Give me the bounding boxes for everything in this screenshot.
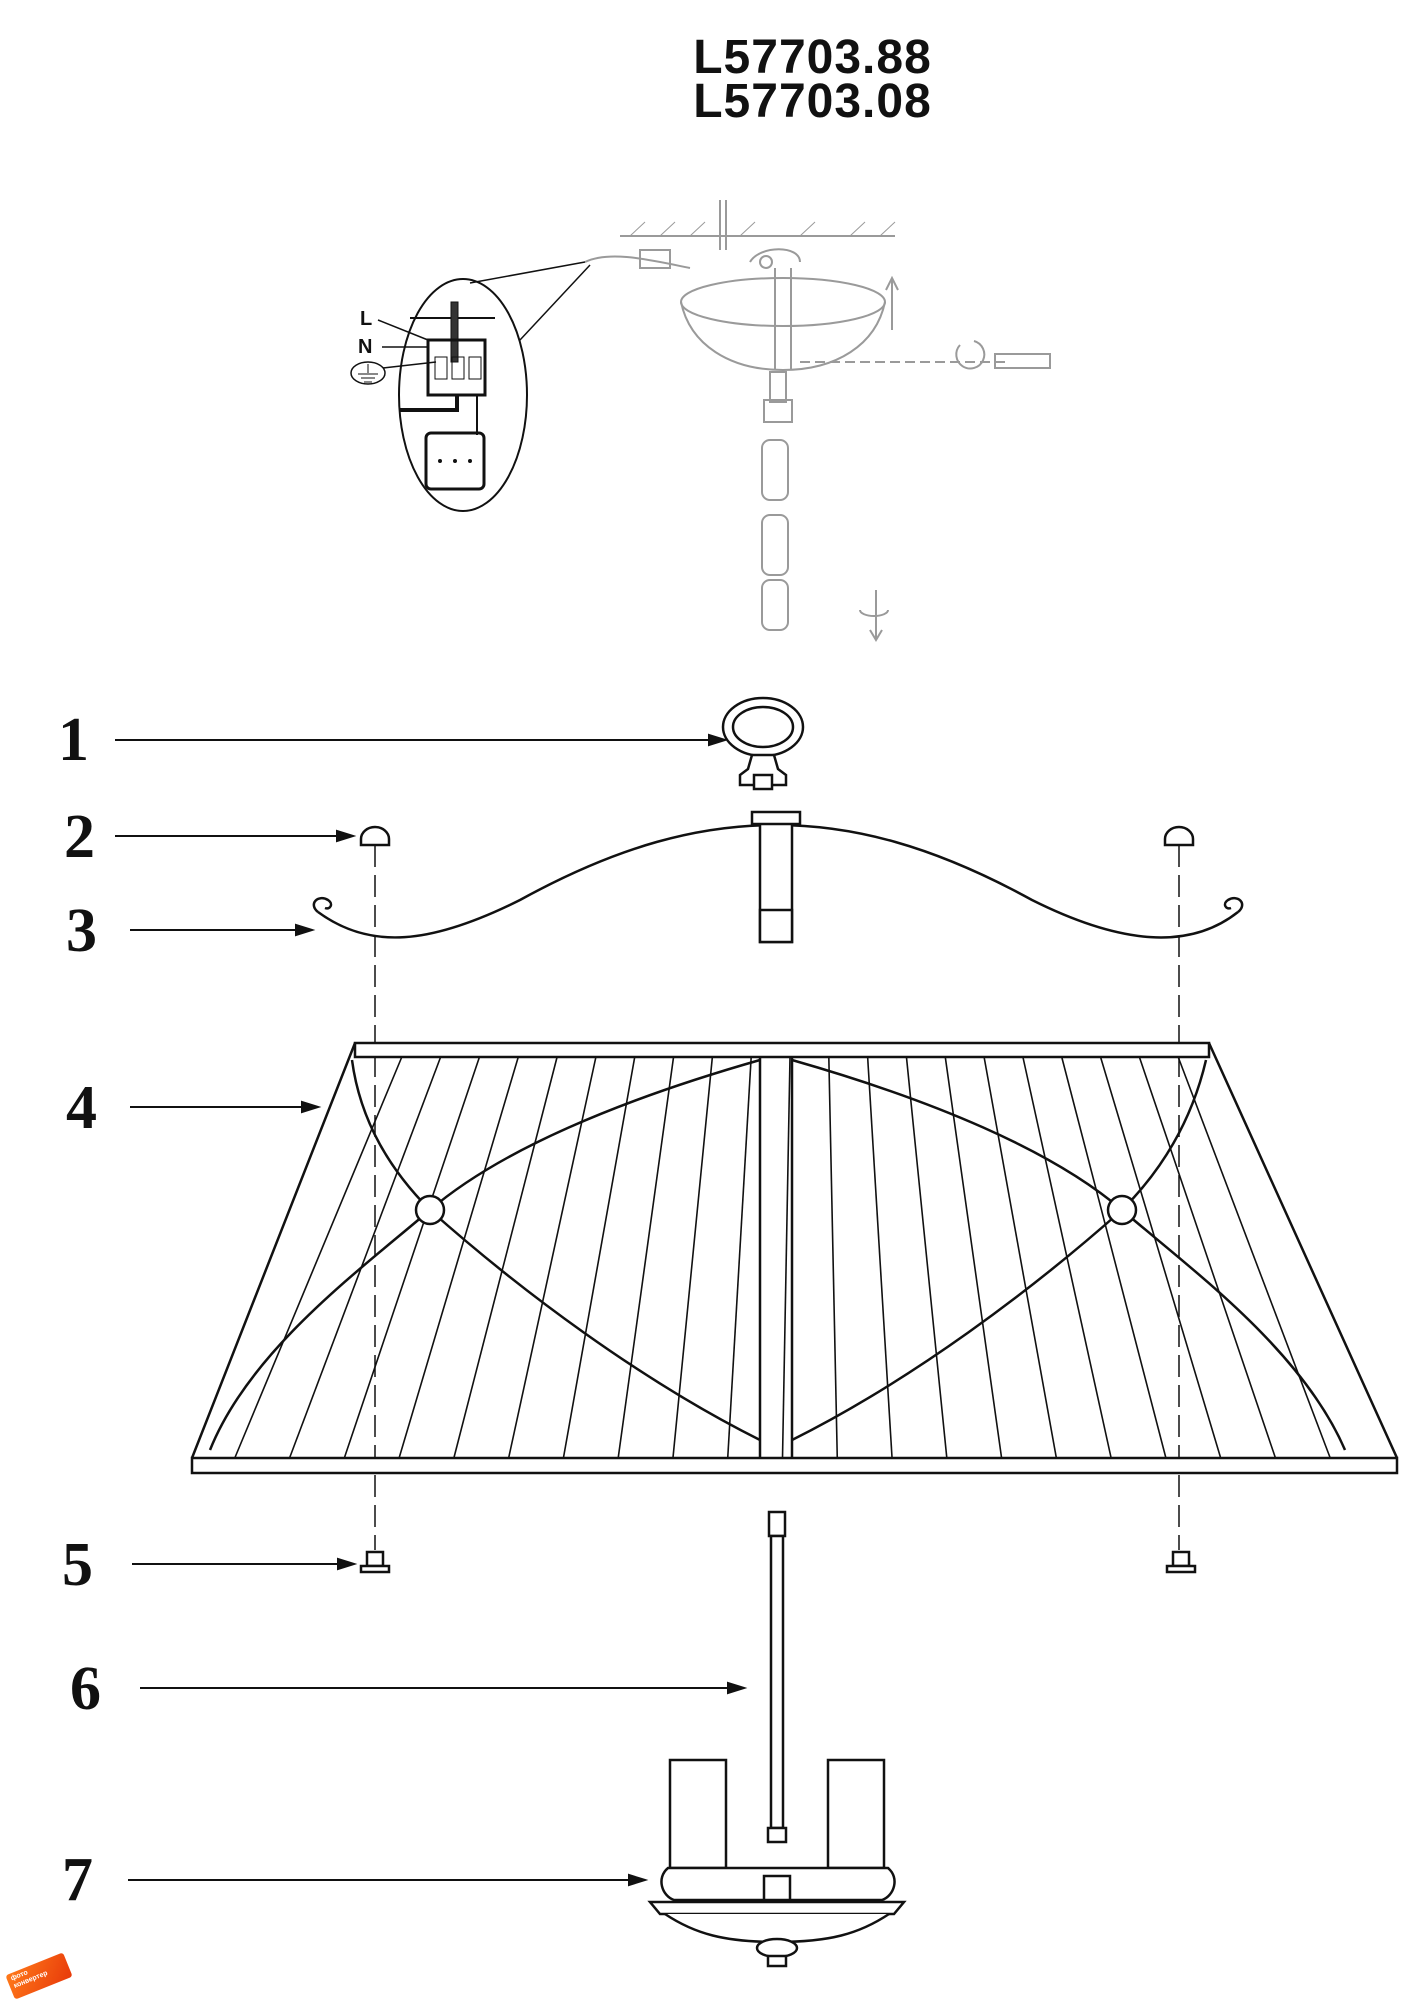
part-number-6: 6 [70,1655,101,1723]
shade-stripe [905,1056,948,1459]
shade-stripe [1177,1056,1331,1459]
model-number-1: L57703.88 [693,31,932,84]
shade-stripe [288,1056,442,1459]
part-number-7: 7 [62,1846,93,1914]
ceiling-installation [584,200,1051,642]
neutral-label: N [358,336,372,358]
shade-stripe [944,1056,1003,1459]
shade-stripe [672,1056,714,1459]
shade-stripe [983,1056,1058,1459]
part-central-rod [766,1510,788,1844]
part-finial-caps [359,825,1195,847]
shade-stripe [726,1056,752,1459]
part-lamp-shade [190,1041,1399,1475]
shade-stripe [617,1056,675,1459]
ground-icon [350,361,386,385]
shade-stripe [453,1056,558,1459]
shade-stripe [343,1056,481,1459]
shade-stripe [562,1056,636,1459]
live-label: L [360,308,372,330]
part-number-4: 4 [66,1074,97,1142]
part-number-5: 5 [62,1531,93,1599]
part-number-1: 1 [58,706,89,774]
shade-stripe [1060,1056,1167,1459]
model-number-2: L57703.08 [693,75,932,128]
part-curved-arm [312,810,1244,944]
part-number-3: 3 [66,897,97,965]
shade-stripe [781,1056,791,1459]
part-number-2: 2 [64,803,95,871]
shade-stripe [398,1056,520,1459]
shade-stripe [866,1056,893,1459]
shade-stripe [234,1056,403,1459]
part-screw-nuts [359,1550,1197,1574]
shade-stripe [1138,1056,1277,1459]
part-candle-holder-body [647,1758,907,1968]
shade-stripe [507,1056,597,1459]
part-ring-hook [721,696,805,791]
shade-stripe [828,1056,839,1459]
shade-stripe [1099,1056,1222,1459]
wiring-inset [350,278,528,512]
